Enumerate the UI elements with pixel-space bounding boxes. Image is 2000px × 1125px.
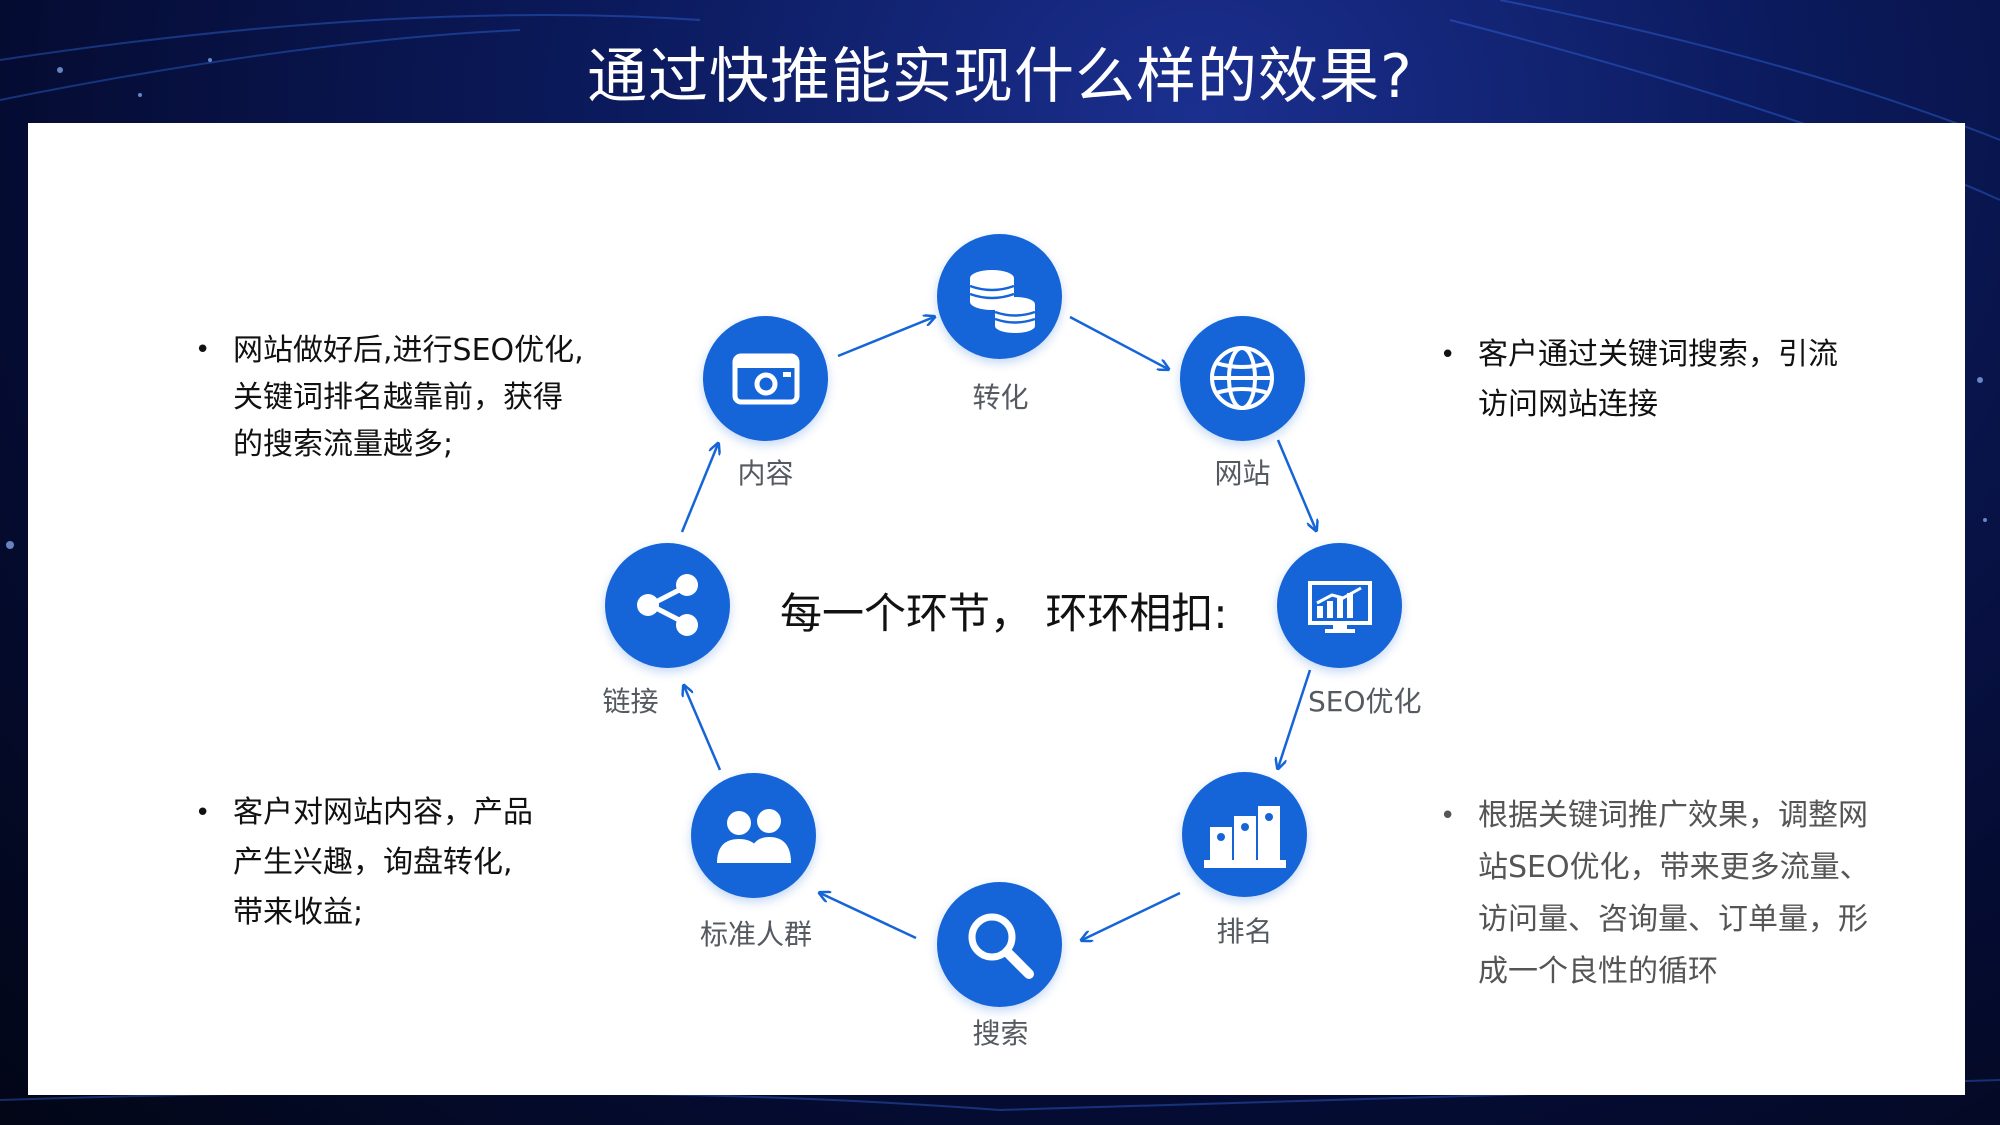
podium-icon	[1204, 806, 1286, 868]
center-text: 每一个环节， 环环相扣:	[780, 589, 1228, 638]
arrow-link-to-content	[680, 444, 718, 533]
note-line: 带来收益;	[233, 895, 364, 930]
arrow-website-to-seo	[1276, 439, 1316, 530]
share-icon	[637, 574, 698, 636]
bullet-dot: •	[1440, 801, 1456, 831]
node-label-search: 搜索	[972, 1017, 1029, 1050]
note-line: 成一个良性的循环	[1478, 954, 1718, 989]
note-line: 网站做好后,进行SEO优化,	[233, 333, 584, 368]
node-audience	[691, 773, 816, 898]
bullet-dot: •	[1440, 340, 1456, 370]
node-search	[937, 882, 1062, 1007]
note-line: 客户通过关键词搜索，引流	[1478, 337, 1838, 372]
node-conversion	[937, 234, 1062, 359]
node-website	[1180, 316, 1305, 441]
bullet-dot: •	[195, 798, 211, 828]
note-line: 产生兴趣，询盘转化,	[233, 845, 513, 880]
coins-icon	[969, 270, 1036, 333]
arrow-ranking-to-search	[1082, 891, 1181, 940]
node-label-link: 链接	[602, 685, 659, 718]
camera-icon	[732, 353, 800, 405]
node-label-conversion: 转化	[972, 381, 1029, 414]
globe-icon	[1210, 346, 1274, 410]
note-bottom-right: • 根据关键词推广效果，调整网 站SEO优化，带来更多流量、 访问量、咨询量、订…	[1440, 790, 1870, 998]
note-line: 根据关键词推广效果，调整网	[1478, 798, 1868, 833]
note-line: 访问量、咨询量、订单量，形	[1478, 902, 1868, 937]
arrow-content-to-conversion	[837, 317, 934, 358]
note-top-right: • 客户通过关键词搜索，引流 访问网站连接	[1440, 330, 1838, 430]
node-content	[703, 316, 828, 441]
magnifier-icon	[968, 913, 1034, 979]
arrow-audience-to-link	[684, 686, 722, 771]
note-top-left: • 网站做好后,进行SEO优化, 关键词排名越靠前，获得 的搜索流量越多;	[195, 327, 584, 468]
note-line: 站SEO优化，带来更多流量、	[1478, 850, 1870, 885]
note-line: 关键词排名越靠前，获得	[233, 380, 563, 415]
bullet-dot: •	[195, 335, 211, 365]
node-label-seo: SEO优化	[1308, 685, 1422, 718]
people-icon	[717, 809, 791, 863]
node-ranking	[1182, 772, 1307, 897]
page-title: 通过快推能实现什么样的效果?	[587, 42, 1413, 112]
arrow-search-to-audience	[820, 893, 917, 940]
note-line: 访问网站连接	[1478, 387, 1658, 422]
node-label-ranking: 排名	[1216, 915, 1273, 948]
node-label-content: 内容	[737, 457, 794, 490]
note-bottom-left: • 客户对网站内容，产品 产生兴趣，询盘转化, 带来收益;	[195, 788, 533, 938]
note-line: 客户对网站内容，产品	[233, 795, 533, 830]
arrow-conversion-to-website	[1069, 315, 1168, 369]
note-line: 的搜索流量越多;	[233, 427, 454, 462]
arrow-seo-to-ranking	[1278, 669, 1312, 768]
node-label-audience: 标准人群	[699, 918, 812, 951]
node-link	[605, 543, 730, 668]
node-seo	[1277, 543, 1402, 668]
node-label-website: 网站	[1214, 457, 1271, 490]
monitor-chart-icon	[1308, 581, 1372, 633]
